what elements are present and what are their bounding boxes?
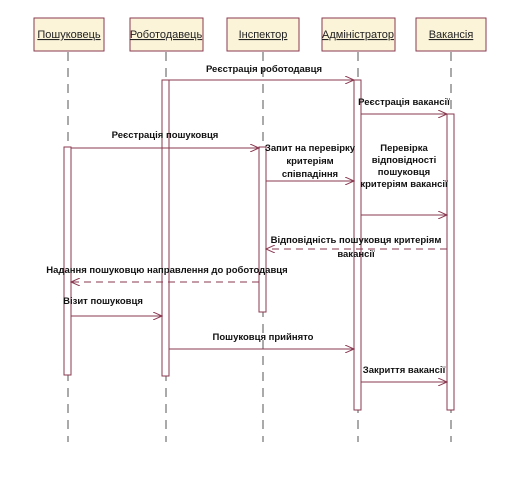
activation-vacancy <box>446 113 455 411</box>
activation-poshukovets <box>63 146 72 376</box>
message-label: Надання пошуковцю направлення до роботод… <box>46 265 287 276</box>
message-label: Візит пошуковця <box>63 296 143 307</box>
message-label: відповідності <box>372 155 437 166</box>
actor-label: Роботодавець <box>130 29 203 41</box>
actor-poshukovets: Пошуковець <box>33 17 105 52</box>
actor-label: Пошуковець <box>37 29 101 41</box>
message-label: співпадіння <box>282 169 338 180</box>
message-label: Відповідність пошуковця критеріям <box>271 235 442 246</box>
message-label: Реєстрація роботодавця <box>206 64 322 75</box>
actor-vacancy: Вакансія <box>415 17 487 52</box>
message-label: критеріям <box>286 156 333 167</box>
message-label: Перевірка <box>380 143 428 154</box>
activation-inspector <box>258 146 267 313</box>
message-label: Запит на перевірку <box>265 143 356 154</box>
actor-label: Адміністратор <box>322 29 394 41</box>
activation-administrator <box>353 79 362 411</box>
activation-robotodavets <box>161 79 170 377</box>
actor-administrator: Адміністратор <box>321 17 396 52</box>
message-label: Закриття вакансії <box>363 365 446 376</box>
actor-label: Інспектор <box>239 29 288 41</box>
message-label: Реєстрація пошуковця <box>112 130 219 141</box>
message-label: вакансії <box>337 249 375 260</box>
actor-inspector: Інспектор <box>226 17 300 52</box>
actor-label: Вакансія <box>429 29 474 41</box>
message-label: Пошуковця прийнято <box>213 332 314 343</box>
actor-robotodavets: Роботодавець <box>129 17 204 52</box>
message-label: пошуковця <box>378 167 430 178</box>
message-label: Реєстрація вакансії <box>358 97 450 108</box>
message-label: критеріям вакансії <box>360 179 448 190</box>
